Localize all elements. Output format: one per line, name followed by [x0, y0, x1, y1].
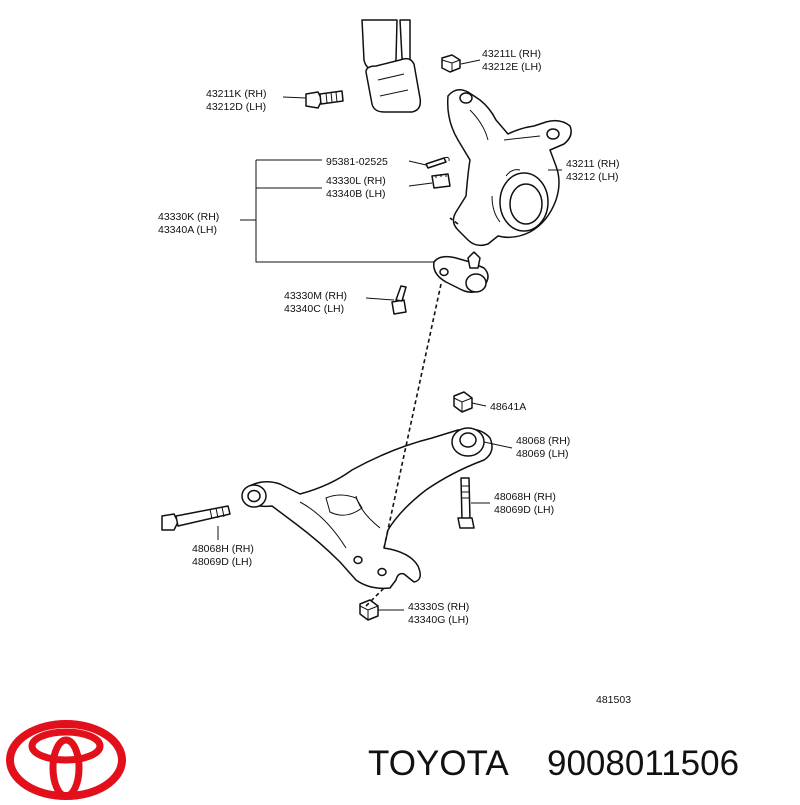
strut-part: [361, 19, 422, 113]
label-ball-joint-nut-lh: 43340G (LH): [408, 614, 469, 626]
steering-knuckle-part: [446, 89, 572, 247]
ball-joint-bolt-part: [391, 285, 407, 315]
label-ball-joint-nut-rh: 43330S (RH): [408, 601, 469, 613]
label-castle-nut-rh: 43330L (RH): [326, 175, 386, 187]
label-arm-lh: 48069 (LH): [516, 448, 569, 460]
label-rear-bolt-rh: 48068H (RH): [494, 491, 556, 503]
label-cotter-pin: 95381-02525: [326, 156, 388, 168]
label-knuckle-lh: 43212 (LH): [566, 171, 619, 183]
label-ball-joint-bolt-lh: 43340C (LH): [284, 303, 344, 315]
label-ball-joint-lh: 43340A (LH): [158, 224, 217, 236]
label-strut-nut-rh: 43211L (RH): [482, 48, 541, 60]
label-ball-joint-rh: 43330K (RH): [158, 211, 219, 223]
label-strut-bolt-rh: 43211K (RH): [206, 88, 267, 100]
front-bolt-part: [161, 505, 231, 531]
label-front-bolt-rh: 48068H (RH): [192, 543, 254, 555]
label-arm-rh: 48068 (RH): [516, 435, 570, 447]
label-strut-bolt-lh: 43212D (LH): [206, 101, 266, 113]
part-number: 9008011506: [547, 744, 739, 783]
toyota-logo: [6, 720, 126, 800]
label-knuckle-rh: 43211 (RH): [566, 158, 620, 170]
label-bushing-nut: 48641A: [490, 401, 526, 413]
diagram-code: 481503: [596, 694, 631, 706]
lower-control-arm-part: [241, 427, 493, 590]
strut-bolt-part: [305, 90, 344, 109]
callout-labels: 43211K (RH) 43212D (LH) 43211L (RH) 4321…: [158, 48, 631, 706]
ball-joint-nut-part: [359, 599, 379, 621]
assembly-lines: [365, 217, 459, 607]
castle-nut-part: [431, 173, 451, 189]
label-front-bolt-lh: 48069D (LH): [192, 556, 252, 568]
cotter-pin-part: [425, 156, 450, 169]
bushing-nut-part: [453, 391, 473, 413]
label-rear-bolt-lh: 48069D (LH): [494, 504, 554, 516]
label-strut-nut-lh: 43212E (LH): [482, 61, 542, 73]
ball-joint-part: [433, 251, 489, 293]
brand-name: TOYOTA: [368, 744, 509, 783]
rear-bolt-part: [457, 477, 475, 529]
strut-nut-part: [441, 54, 461, 73]
leader-lines: [217, 59, 562, 611]
label-castle-nut-lh: 43340B (LH): [326, 188, 386, 200]
label-ball-joint-bolt-rh: 43330M (RH): [284, 290, 347, 302]
